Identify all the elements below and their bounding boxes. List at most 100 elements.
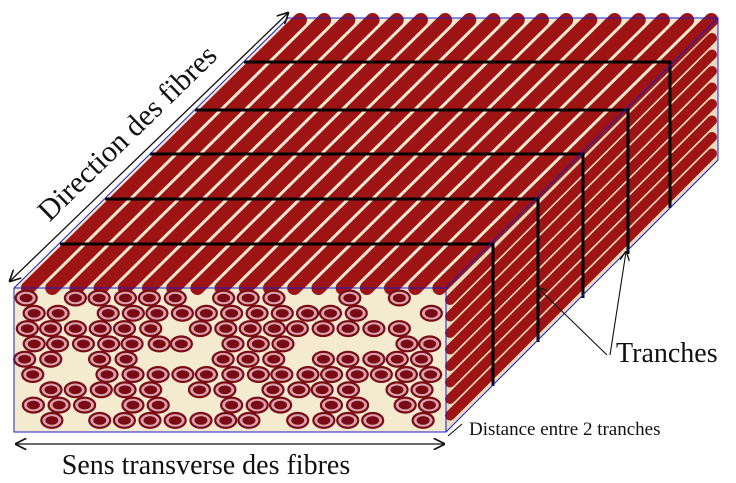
fiber-core <box>374 370 388 379</box>
slice-line <box>195 108 630 254</box>
fiber-core <box>52 400 66 410</box>
fiber-core <box>351 400 365 410</box>
fiber-core <box>168 293 182 303</box>
fiber-core <box>250 309 264 318</box>
fiber-core <box>251 339 265 349</box>
fiber-core <box>325 370 339 379</box>
fiber-core <box>151 370 165 379</box>
fiber-core <box>267 293 281 303</box>
slice-spacing-label: Distance entre 2 tranches <box>469 419 661 440</box>
fiber-core <box>78 400 92 410</box>
fiber-core <box>366 416 380 425</box>
fiber-core <box>267 354 281 364</box>
fiber-core <box>250 400 264 410</box>
fiber-core <box>118 293 132 303</box>
fiber-core <box>416 416 430 425</box>
fiber-core <box>315 385 329 395</box>
fiber-core <box>117 324 131 333</box>
fiber-core <box>276 339 290 349</box>
fiber-core <box>19 293 33 303</box>
fiber-core <box>225 400 239 410</box>
fiber-core <box>68 293 82 303</box>
fiber-core <box>44 354 58 364</box>
fiber-core <box>151 400 165 410</box>
fiber-core <box>292 385 306 395</box>
fiber-core <box>193 385 207 395</box>
fiber-core <box>175 309 189 318</box>
fiber-core <box>199 309 213 318</box>
fiber-core <box>152 339 166 349</box>
fiber-core <box>243 324 257 333</box>
fiber-core <box>398 400 412 410</box>
fiber-core <box>143 416 157 425</box>
fiber-core <box>316 354 330 364</box>
fiber-core <box>26 400 40 410</box>
fiber-core <box>267 324 281 333</box>
fiber-core <box>176 370 190 379</box>
fiber-core <box>242 416 256 425</box>
fiber-core <box>27 309 41 318</box>
fiber-core <box>102 339 116 349</box>
fiber-core <box>93 416 107 425</box>
fiber-core <box>324 400 338 410</box>
fiber-core <box>341 354 355 364</box>
slices-label: Tranches <box>616 338 718 369</box>
slice-spacing-pointer <box>447 423 463 437</box>
fiber-core <box>219 416 233 425</box>
fiber-core <box>392 293 406 303</box>
fiber-core <box>18 354 32 364</box>
block-outline-edge <box>445 17 719 289</box>
fiber-core <box>317 416 331 425</box>
fiber-core <box>144 324 158 333</box>
fiber-core <box>26 370 40 379</box>
fiber-core <box>251 370 265 379</box>
fiber-core <box>241 293 255 303</box>
fiber-core <box>27 339 41 349</box>
fiber-core <box>51 339 65 349</box>
fiber-core <box>193 324 207 333</box>
fiber-core <box>125 339 139 349</box>
fiber-core <box>101 309 115 318</box>
fiber-core <box>392 324 406 333</box>
fiber-core <box>118 385 132 395</box>
fiber-core <box>93 324 107 333</box>
fiber-core <box>219 324 233 333</box>
cross-section-fiber-group <box>13 289 443 429</box>
fiber-core <box>275 309 289 318</box>
slice-line <box>150 152 585 298</box>
fiber-core <box>415 385 429 395</box>
fiber-core <box>301 370 315 379</box>
fiber-core <box>341 385 355 395</box>
fiber-core <box>343 293 357 303</box>
fiber-core <box>126 370 140 379</box>
fiber-core <box>117 416 131 425</box>
fiber-core <box>226 370 240 379</box>
fiber-core <box>241 354 255 364</box>
fiber-core <box>93 354 107 364</box>
fiber-core <box>324 309 338 318</box>
fiber-core <box>76 339 90 349</box>
fiber-core <box>301 309 315 318</box>
fiber-core <box>68 385 82 395</box>
fiber-core <box>390 385 404 395</box>
fiber-core <box>266 385 280 395</box>
fiber-core <box>126 400 140 410</box>
fiber-core <box>94 385 108 395</box>
slice-callout-arrows <box>538 252 626 356</box>
transverse-direction-label: Sens transverse des fibres <box>62 450 350 478</box>
fiber-core <box>367 354 381 364</box>
fiber-core <box>100 370 114 379</box>
fiber-core <box>218 385 232 395</box>
fiber-core <box>349 309 363 318</box>
fiber-core <box>168 416 182 425</box>
fiber-core <box>399 370 413 379</box>
fiber-core <box>194 416 208 425</box>
fiber-core <box>216 354 230 364</box>
fiber-core <box>424 370 438 379</box>
fiber-core <box>390 354 404 364</box>
fiber-core <box>274 400 288 410</box>
slice-line <box>244 60 672 208</box>
fiber-core <box>144 385 158 395</box>
